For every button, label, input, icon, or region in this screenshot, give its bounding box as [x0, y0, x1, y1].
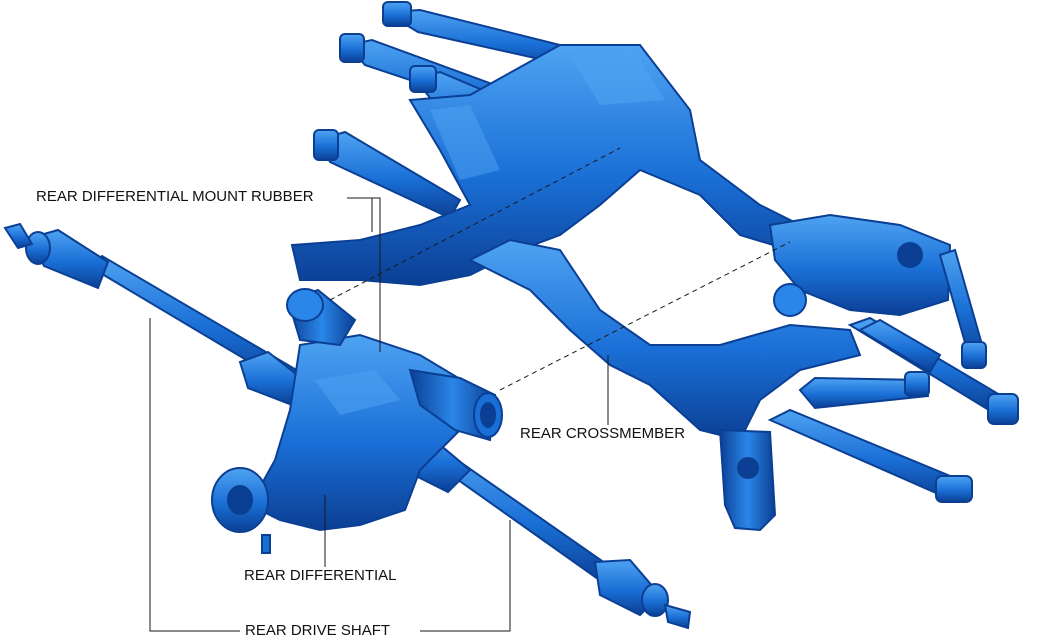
rear-drive-shaft — [3, 222, 692, 630]
dashed-line-mount-right — [499, 241, 791, 391]
leader-mount-rubber — [347, 197, 381, 352]
leader-drive-shaft — [149, 318, 511, 632]
label-rear-differential: REAR DIFFERENTIAL — [242, 567, 399, 585]
dashed-line-mount-left — [329, 147, 621, 301]
rear-differential — [211, 288, 503, 554]
lower-control-arms — [767, 248, 1019, 503]
label-rear-crossmember: REAR CROSSMEMBER — [518, 425, 688, 443]
rear-crossmember — [290, 44, 952, 532]
label-rear-differential-mount-rubber: REAR DIFFERENTIAL MOUNT RUBBER — [34, 188, 316, 206]
leader-lines — [149, 147, 791, 632]
label-rear-drive-shaft: REAR DRIVE SHAFT — [243, 622, 393, 640]
